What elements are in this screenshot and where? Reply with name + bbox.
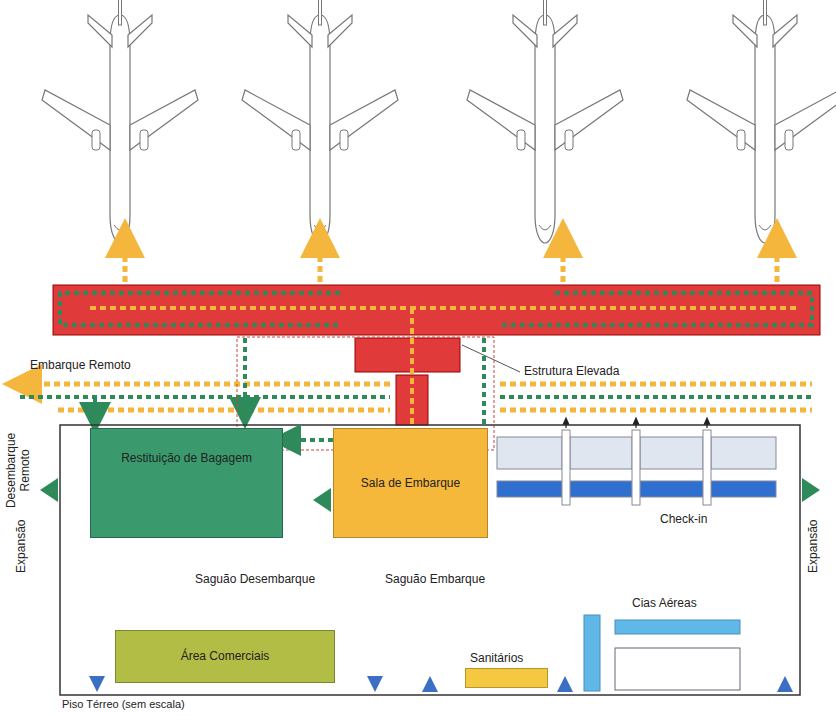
plan-label: Saguão Embarque: [385, 572, 485, 586]
area-label: Área Comerciais: [181, 649, 270, 663]
area-label: Restituição de Bagagem: [121, 451, 252, 465]
plan-label: Expansão: [806, 520, 820, 573]
plan-label: Cias Aéreas: [632, 596, 697, 610]
area-box: Restituição de Bagagem: [90, 428, 283, 538]
plan-label: Desembarque Remoto: [4, 430, 33, 510]
area-box: Sanitários: [465, 668, 548, 688]
plan-label: Expansão: [14, 520, 28, 573]
flow-arrow: [285, 438, 333, 442]
plan-label: Estrutura Elevada: [524, 364, 619, 378]
plan-label: Check-in: [660, 512, 707, 526]
caption: Piso Térreo (sem escala): [62, 698, 185, 711]
area-box: Área Comerciais: [115, 630, 335, 683]
plan-label: Saguão Desembarque: [195, 572, 315, 586]
area-box: Sala de Embarque: [333, 428, 488, 538]
area-label: Sala de Embarque: [361, 476, 460, 490]
area-label: Sanitários: [470, 651, 523, 665]
plan-label: Embarque Remoto: [30, 358, 131, 372]
